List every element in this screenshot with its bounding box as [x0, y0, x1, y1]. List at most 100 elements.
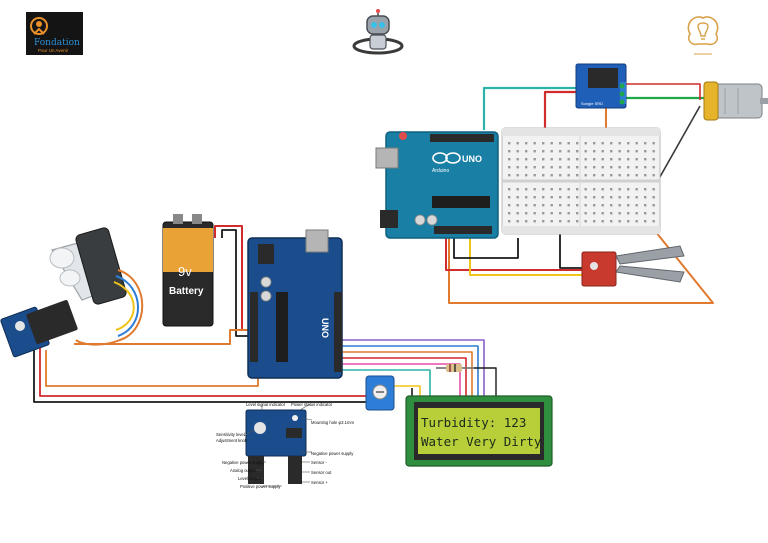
breadboard-hole — [567, 166, 570, 169]
breadboard-hole — [652, 166, 655, 169]
breadboard-hole — [550, 174, 553, 177]
breadboard-hole — [635, 174, 638, 177]
breadboard-hole — [508, 220, 511, 223]
breadboard-hole — [635, 142, 638, 145]
arduino-top-sub-label: Arduino — [432, 168, 449, 174]
breadboard-hole — [533, 212, 536, 215]
lcd-16x2: Turbidity: 123 Water Very Dirty — [405, 395, 553, 467]
battery-voltage: 9v — [178, 264, 192, 279]
breadboard-hole — [610, 150, 613, 153]
lightbulb-brain-logo — [676, 12, 730, 60]
breadboard-hole — [635, 158, 638, 161]
breadboard-hole — [644, 212, 647, 215]
breadboard-hole — [652, 204, 655, 207]
breadboard-hole — [644, 166, 647, 169]
breadboard-hole — [627, 204, 630, 207]
breadboard-hole — [567, 204, 570, 207]
breadboard-hole — [593, 150, 596, 153]
breadboard-hole — [627, 212, 630, 215]
breadboard-hole — [627, 188, 630, 191]
soil-moisture-sensor — [581, 245, 685, 287]
breadboard-hole — [559, 150, 562, 153]
arduino-top-uno-label: UNO — [462, 154, 482, 164]
breadboard-hole — [584, 196, 587, 199]
breadboard-hole — [618, 174, 621, 177]
breadboard-hole — [516, 142, 519, 145]
breadboard-hole — [618, 158, 621, 161]
breadboard-hole — [618, 150, 621, 153]
breadboard-hole — [533, 150, 536, 153]
breadboard-hole — [516, 196, 519, 199]
breadboard-hole — [576, 142, 579, 145]
battery-label: Battery — [169, 286, 204, 297]
lcd-line-1: Turbidity: 123 — [421, 415, 526, 430]
breadboard-hole — [635, 204, 638, 207]
breadboard-hole — [601, 158, 604, 161]
breadboard-hole — [550, 150, 553, 153]
breadboard-hole — [525, 166, 528, 169]
breadboard-hole — [652, 212, 655, 215]
breadboard-hole — [508, 204, 511, 207]
breadboard-hole — [525, 204, 528, 207]
breadboard-hole — [576, 188, 579, 191]
breadboard-hole — [542, 158, 545, 161]
breadboard-hole — [542, 142, 545, 145]
dc-motor — [703, 81, 768, 121]
breadboard-hole — [516, 204, 519, 207]
breadboard-hole — [559, 204, 562, 207]
breadboard-hole — [627, 150, 630, 153]
breadboard-hole — [601, 196, 604, 199]
potentiometer — [365, 375, 395, 411]
breadboard-hole — [584, 142, 587, 145]
breadboard-hole — [635, 220, 638, 223]
breadboard-hole — [508, 166, 511, 169]
breadboard-hole — [610, 220, 613, 223]
breadboard-hole — [525, 142, 528, 145]
breadboard-hole — [593, 204, 596, 207]
breadboard-hole — [576, 204, 579, 207]
breadboard-hole — [559, 158, 562, 161]
breadboard-hole — [525, 220, 528, 223]
breadboard-hole — [618, 220, 621, 223]
breadboard-hole — [644, 174, 647, 177]
bottom-wires — [33, 225, 497, 403]
breadboard-hole — [525, 150, 528, 153]
breadboard-hole — [627, 142, 630, 145]
relay-module: Songle SRD — [575, 63, 627, 109]
breadboard-hole — [576, 196, 579, 199]
breadboard-hole — [559, 188, 562, 191]
breadboard-hole — [576, 166, 579, 169]
breadboard-hole — [533, 204, 536, 207]
robot-logo — [350, 8, 406, 62]
breadboard-hole — [618, 212, 621, 215]
breadboard-hole — [601, 150, 604, 153]
breadboard-hole — [618, 142, 621, 145]
label-adjustment: Adjustment knob — [216, 438, 248, 443]
breadboard-hole — [567, 158, 570, 161]
breadboard-hole — [601, 220, 604, 223]
label-sensor-minus: Sensor - — [311, 460, 327, 465]
breadboard-hole — [559, 212, 562, 215]
label-signal-indicator: Level signal indicator — [246, 402, 286, 407]
breadboard-hole — [652, 174, 655, 177]
breadboard-hole — [576, 220, 579, 223]
breadboard-hole — [593, 188, 596, 191]
label-power-indicator: Power status indicator — [291, 402, 333, 407]
breadboard-hole — [652, 158, 655, 161]
breadboard-hole — [559, 196, 562, 199]
breadboard-hole — [567, 220, 570, 223]
breadboard-hole — [516, 158, 519, 161]
breadboard-hole — [610, 166, 613, 169]
breadboard-hole — [652, 188, 655, 191]
breadboard-hole — [576, 150, 579, 153]
breadboard-hole — [550, 166, 553, 169]
breadboard-hole — [635, 196, 638, 199]
breadboard-hole — [533, 158, 536, 161]
breadboard-hole — [508, 212, 511, 215]
breadboard-hole — [550, 196, 553, 199]
breadboard-hole — [601, 204, 604, 207]
breadboard-hole — [601, 142, 604, 145]
breadboard-hole — [635, 188, 638, 191]
label-analog-output: Analog output — [230, 468, 257, 473]
